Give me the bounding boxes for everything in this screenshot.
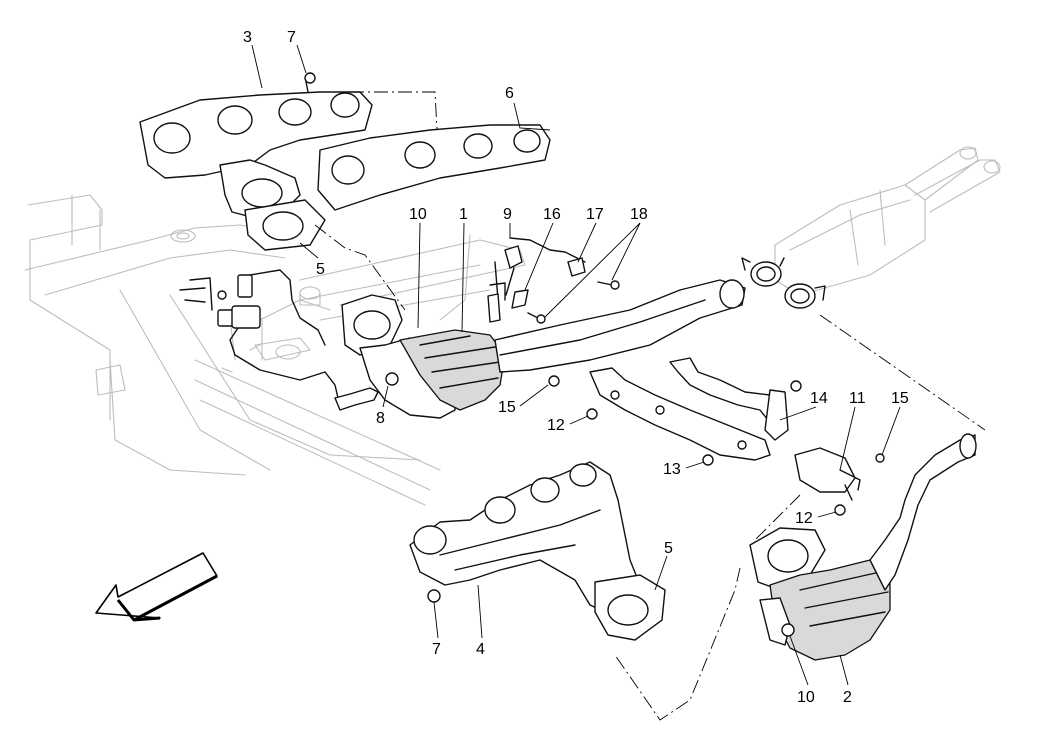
leader-lines: [251, 44, 901, 686]
heat-shield-14: [548, 357, 885, 516]
callout-10-lower: 10: [797, 689, 815, 706]
callout-10-upper: 10: [409, 206, 427, 223]
rear-silencer: [774, 146, 1001, 296]
callout-5-lower: 5: [664, 540, 673, 557]
lambda-sensor-9: [504, 237, 620, 324]
catalytic-converter-1: [341, 261, 746, 419]
manifold-gasket-6: [317, 124, 551, 211]
callout-8: 8: [376, 410, 385, 427]
callout-5-upper: 5: [316, 261, 325, 278]
assembly-phantom-lines: [314, 91, 986, 721]
callout-14: 14: [810, 390, 828, 407]
callout-11: 11: [849, 390, 866, 407]
callout-12-left: 12: [547, 417, 565, 434]
callout-4: 4: [476, 641, 485, 658]
callout-6: 6: [505, 85, 514, 102]
callout-7-lower: 7: [432, 641, 441, 658]
exhaust-manifold-upper-3: [139, 72, 373, 251]
callout-17: 17: [586, 206, 604, 223]
callout-12-right: 12: [795, 510, 813, 527]
callout-16: 16: [543, 206, 561, 223]
callout-15-right: 15: [891, 390, 909, 407]
front-direction-arrow-icon: [95, 552, 218, 622]
callout-2: 2: [843, 689, 852, 706]
callout-15-left: 15: [498, 399, 516, 416]
callout-9: 9: [503, 206, 512, 223]
silencer-inlet-clamps: [741, 257, 826, 309]
callout-18: 18: [630, 206, 648, 223]
callout-labels: 3 7 6 10 1 9 16 17 18 5 8 15 12 14 11 15…: [243, 29, 909, 706]
catalytic-converter-2: [749, 433, 977, 661]
exhaust-manifold-lower-4: [409, 461, 666, 641]
callout-7-upper: 7: [287, 29, 296, 46]
callout-13: 13: [663, 461, 681, 478]
callout-3: 3: [243, 29, 252, 46]
callout-1: 1: [459, 206, 468, 223]
